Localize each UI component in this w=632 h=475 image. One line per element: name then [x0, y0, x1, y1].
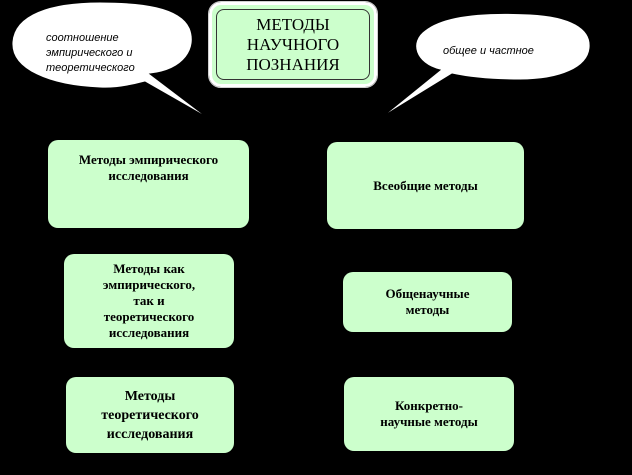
- empirical-and-theoretical-methods-box: Методы как эмпирического, так и теоретич…: [64, 254, 234, 348]
- diagram-title-box: МЕТОДЫ НАУЧНОГО ПОЗНАНИЯ: [208, 1, 378, 88]
- callout-left-bubble: [11, 1, 209, 119]
- empirical-methods-box: Методы эмпирического исследования: [48, 140, 249, 228]
- callout-left-text: соотношение эмпирического и теоретическо…: [46, 32, 135, 74]
- callout-right-text: общее и частное: [443, 45, 534, 57]
- diagram-title: МЕТОДЫ НАУЧНОГО ПОЗНАНИЯ: [216, 9, 370, 80]
- universal-methods-box: Всеобщие методы: [327, 142, 524, 229]
- general-scientific-methods-box: Общенаучные методы: [343, 272, 512, 332]
- specific-scientific-methods-box: Конкретно- научные методы: [344, 377, 514, 451]
- callout-right-bubble: [381, 12, 591, 118]
- theoretical-methods-box: Методы теоретического исследования: [66, 377, 234, 453]
